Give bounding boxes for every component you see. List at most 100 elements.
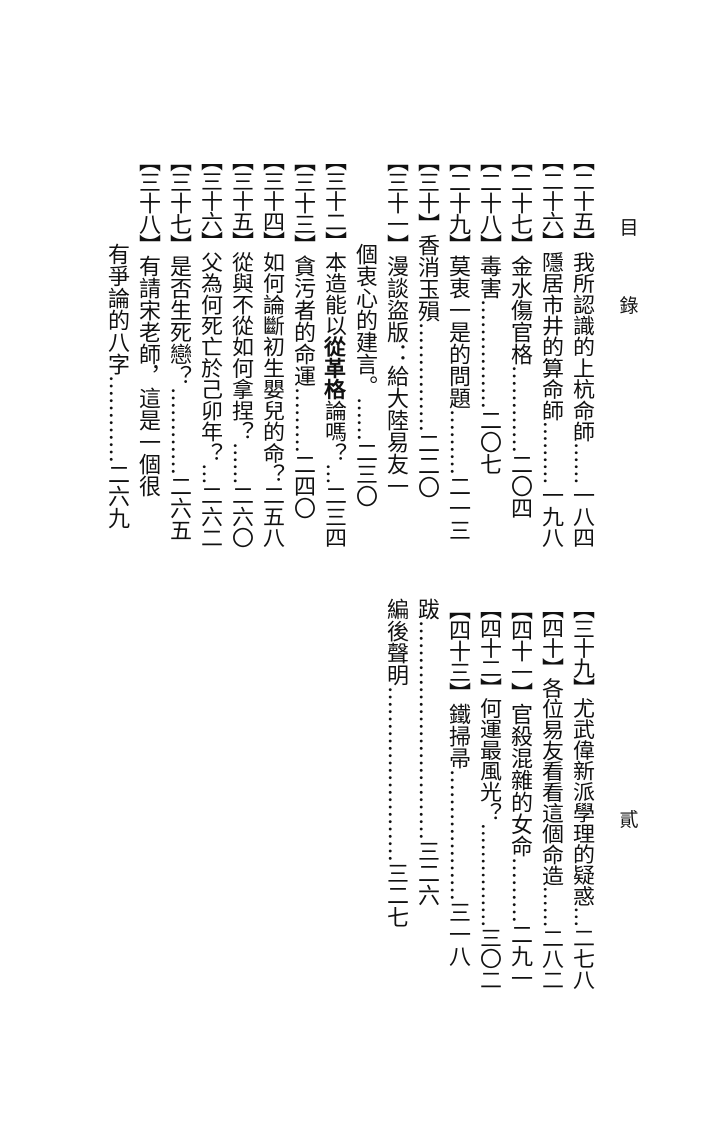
running-head-char-1: 目 <box>619 217 639 239</box>
entry-number: 【二十八】 <box>476 150 501 255</box>
entry-title: 尤武偉新派學理的疑惑 <box>569 697 594 907</box>
toc-entry: 跋…………………………三二六 <box>411 598 441 906</box>
toc-entry: 【四十二】何運最風光？……………三〇二 <box>473 598 503 990</box>
toc-entry: 【四十一】官殺混雜的女命………二九一 <box>504 598 534 989</box>
toc-entry: 【二十五】我所認識的上杭命師……一八四 <box>566 150 596 548</box>
leader-dots: ………… <box>166 387 191 475</box>
entry-title-emphasis: 從革格 <box>320 336 346 400</box>
entry-number: 【二十九】 <box>445 150 470 255</box>
leader-dots: …… <box>352 397 377 441</box>
toc-entry: 有爭論的八字…………二六九 <box>101 243 131 529</box>
page-number: 二三四 <box>321 484 346 549</box>
page-number: 一九八 <box>538 484 563 549</box>
toc-entry: 【三十七】是否生死戀？…………二六五 <box>163 150 193 541</box>
toc-entry: 【二十六】隱居市井的算命師………一九八 <box>535 150 565 548</box>
entry-title: 本造能以 <box>321 251 346 337</box>
entry-number: 【二十五】 <box>569 150 594 252</box>
leader-dots: … <box>197 463 222 485</box>
leader-dots: ……… <box>538 420 563 485</box>
toc-entry: 【三十八】有請宋老師，這是一個很 <box>132 150 162 497</box>
leader-dots: ………… <box>507 365 532 453</box>
leader-dots: …………………… <box>383 686 408 862</box>
entry-number: 【三十七】 <box>166 150 191 255</box>
entry-number: 【四十二】 <box>476 598 501 698</box>
entry-number: 【三十九】 <box>569 598 594 698</box>
entry-number: 【二十六】 <box>538 150 563 252</box>
page-number: 三一八 <box>445 901 470 967</box>
entry-number: 【三十一】 <box>383 150 408 255</box>
entry-title: 跋 <box>414 598 439 620</box>
entry-title: 編後聲明 <box>383 598 408 686</box>
page-number: 二六〇 <box>228 484 253 549</box>
leader-dots: …………… <box>476 299 501 409</box>
entry-title: 鐵掃帚 <box>445 703 470 769</box>
leader-dots: ……… <box>445 409 470 475</box>
toc-entry: 【二十七】金水傷官格…………二〇四 <box>504 150 534 519</box>
toc-entry: 【三十三】貪污者的命運………二四〇 <box>287 150 317 519</box>
entry-title: 隱居市井的算命師 <box>538 251 563 421</box>
toc-entry: 【四十三】鐵掃帚………………三一八 <box>442 598 472 967</box>
toc-entry: 【三十九】尤武偉新派學理的疑惑…二七八 <box>566 598 596 990</box>
page-number: 二六五 <box>166 475 191 541</box>
entry-number: 【三十】 <box>414 150 439 234</box>
entry-title: 官殺混雜的女命 <box>507 703 532 857</box>
entry-number: 【四十三】 <box>445 598 470 703</box>
leader-dots: ……………… <box>445 769 470 901</box>
toc-entry: 【四十】各位易友看看這個命造……二八二 <box>535 598 565 990</box>
toc-entry: 【二十八】毒害……………二〇七 <box>473 150 503 475</box>
entry-title: 論嗎？ <box>321 399 346 464</box>
page-number: 二六九 <box>104 463 129 529</box>
toc-entry: 個衷心的建言。……二三〇 <box>349 243 379 507</box>
page-number: 二八二 <box>538 927 563 991</box>
toc-entry: 【三十二】本造能以從革格論嗎？…二三四 <box>318 150 348 548</box>
toc-entry: 【三十四】如何論斷初生嬰兒的命？二五八 <box>256 150 286 548</box>
entry-title: 金水傷官格 <box>507 255 532 365</box>
toc-entry: 【三十】香消玉殞……………二二〇 <box>411 150 441 498</box>
entry-title: 香消玉殞 <box>414 234 439 322</box>
toc-entry: 【三十五】從與不從如何拿捏？……二六〇 <box>225 150 255 548</box>
page-number: 二〇七 <box>476 409 501 475</box>
entry-number: 【三十二】 <box>321 150 346 252</box>
leader-dots: ………… <box>104 375 129 463</box>
entry-title: 是否生死戀？ <box>166 255 191 387</box>
folio: 貳 <box>619 809 639 831</box>
page-number: 二九一 <box>507 923 532 989</box>
page-number: 二一三 <box>445 475 470 541</box>
entry-number: 【三十八】 <box>135 150 160 255</box>
page-number: 二〇四 <box>507 453 532 519</box>
leader-dots: …………… <box>414 322 439 432</box>
leader-dots: ………………………… <box>414 620 439 840</box>
entry-number: 【四十】 <box>538 598 563 678</box>
entry-title: 我所認識的上杭命師 <box>569 251 594 443</box>
entry-title: 莫衷一是的問題 <box>445 255 470 409</box>
entry-title: 各位易友看看這個命造 <box>538 677 563 886</box>
toc-entry: 【三十一】漫談盜版：給大陸易友一 <box>380 150 410 497</box>
entry-number: 【四十一】 <box>507 598 532 703</box>
running-head: 目 錄 <box>612 218 646 338</box>
entry-title: 毒害 <box>476 255 501 299</box>
entry-number: 【二十七】 <box>507 150 532 255</box>
entry-title: 有請宋老師，這是一個很 <box>135 255 160 497</box>
page-number: 二三〇 <box>352 441 377 507</box>
entry-number: 【三十三】 <box>290 150 315 255</box>
page-number: 三二七 <box>383 862 408 928</box>
entry-title: 如何論斷初生嬰兒的命？ <box>259 251 284 485</box>
entry-title: 父為何死亡於己卯年？ <box>197 251 222 464</box>
entry-title: 漫談盜版：給大陸易友一 <box>383 255 408 497</box>
page-number: 三二六 <box>414 840 439 906</box>
page-number: 二五八 <box>259 484 284 549</box>
leader-dots: … <box>569 906 594 928</box>
toc-entry: 編後聲明……………………三二七 <box>380 598 410 928</box>
leader-dots: …… <box>538 885 563 928</box>
entry-number: 【三十四】 <box>259 150 284 252</box>
toc-entry: 【二十九】莫衷一是的問題………二一三 <box>442 150 472 541</box>
entry-title: 個衷心的建言。 <box>352 243 377 397</box>
page-number: 二二〇 <box>414 432 439 498</box>
page-number: 二四〇 <box>290 453 315 519</box>
leader-dots: …………… <box>476 822 501 928</box>
entry-title: 貪污者的命運 <box>290 255 315 387</box>
leader-dots: …… <box>569 442 594 485</box>
entry-title: 從與不從如何拿捏？ <box>228 251 253 443</box>
toc-entry: 【三十六】父為何死亡於己卯年？…二六二 <box>194 150 224 548</box>
